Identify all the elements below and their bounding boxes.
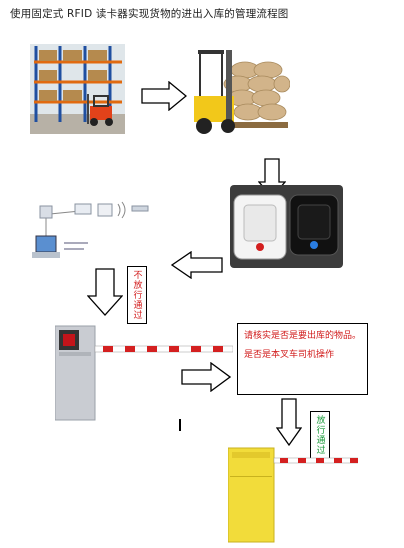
instruction-note-box: 请核实是否是要出库的物品。 是否是本叉车司机操作 [237, 323, 368, 395]
pass-label: 放行通过 [314, 415, 325, 455]
arrow-down-icon [276, 398, 302, 446]
instruction-line-1: 请核实是否是要出库的物品。 [244, 331, 362, 341]
arrow-right-icon [141, 81, 187, 111]
gray-barrier-gate [54, 322, 234, 422]
text-cursor [179, 419, 181, 431]
no-pass-label-box: 不放行通过 [127, 266, 147, 324]
forklift-photo [190, 40, 291, 138]
page-title: 使用固定式 RFID 读卡器实现货物的进出入库的管理流程图 [10, 8, 289, 20]
arrow-right-icon [181, 362, 231, 392]
no-pass-label: 不放行通过 [131, 270, 142, 320]
yellow-barrier-gate [227, 446, 359, 544]
arrow-down-icon [87, 268, 123, 316]
instruction-line-2: 是否是本叉车司机操作 [244, 350, 335, 360]
rfid-network-diagram [30, 192, 155, 270]
warehouse-photo [30, 44, 125, 134]
arrow-left-icon [171, 251, 223, 279]
rfid-tags-photo [230, 185, 343, 268]
